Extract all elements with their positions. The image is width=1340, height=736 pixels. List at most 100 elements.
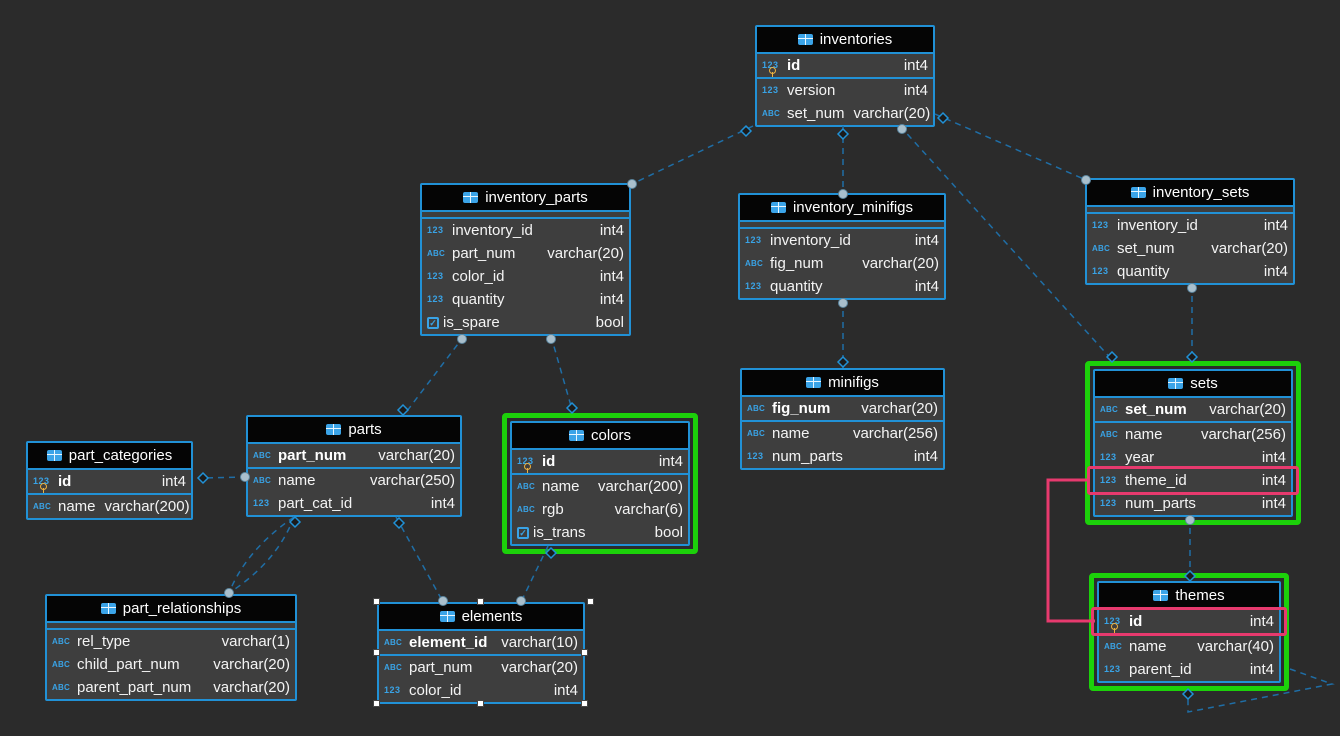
- cardinality-diamond-marker: [1105, 350, 1119, 364]
- table-icon: [797, 34, 813, 45]
- table-icon: [100, 603, 116, 614]
- relationship-parts-part_relationships[interactable]: [228, 516, 295, 594]
- primary-key-icon: [1111, 623, 1118, 633]
- cardinality-diamond-marker: [565, 401, 579, 415]
- column-type: int4: [430, 495, 455, 512]
- table-icon: [1168, 378, 1184, 389]
- table-icon: [1153, 590, 1169, 601]
- relationship-parts-part_relationships[interactable]: [228, 516, 295, 594]
- relationship-inventory_parts-parts[interactable]: [403, 335, 465, 416]
- number-icon: 123: [762, 61, 783, 77]
- relationship-inventories-inventory_sets[interactable]: [934, 113, 1087, 181]
- text-icon: ABC: [52, 636, 70, 646]
- table-icon: [806, 377, 822, 388]
- selection-handle[interactable]: [477, 700, 484, 707]
- relationship-parts-elements[interactable]: [395, 516, 444, 603]
- column-type: int4: [1261, 449, 1286, 466]
- column-type: int4: [1261, 495, 1286, 512]
- column-type: int4: [913, 448, 938, 465]
- column-name: id: [787, 57, 801, 74]
- text-icon: ABC: [33, 501, 51, 511]
- text-icon: ABC: [747, 428, 765, 438]
- column-name: inventory_id: [452, 222, 533, 239]
- selection-handle[interactable]: [587, 598, 594, 605]
- column-type: int4: [599, 222, 624, 239]
- relationship-colors-elements[interactable]: [520, 545, 549, 603]
- selection-handle[interactable]: [477, 598, 484, 605]
- relationship-inventory_parts-colors[interactable]: [550, 335, 574, 414]
- number-icon: 123: [1104, 664, 1121, 674]
- column-type: varchar(20): [861, 400, 938, 417]
- selection-handle[interactable]: [373, 700, 380, 707]
- column-type: int4: [599, 268, 624, 285]
- column-type: int4: [903, 57, 928, 74]
- column-name: inventory_id: [1117, 217, 1198, 234]
- selection-handle[interactable]: [581, 700, 588, 707]
- selection-handle[interactable]: [373, 649, 380, 656]
- relationship-inventories-inventory_parts[interactable]: [631, 125, 754, 185]
- column-type: int4: [161, 473, 186, 490]
- column-type: varchar(20): [547, 245, 624, 262]
- table-header: inventory_sets: [1087, 180, 1293, 207]
- column-type: int4: [658, 453, 683, 470]
- selection-handle[interactable]: [581, 649, 588, 656]
- relationship-parts-part_categories[interactable]: [200, 476, 247, 479]
- column-type: bool: [654, 524, 683, 541]
- column-name: part_num: [452, 245, 516, 262]
- selection-handle[interactable]: [373, 598, 380, 605]
